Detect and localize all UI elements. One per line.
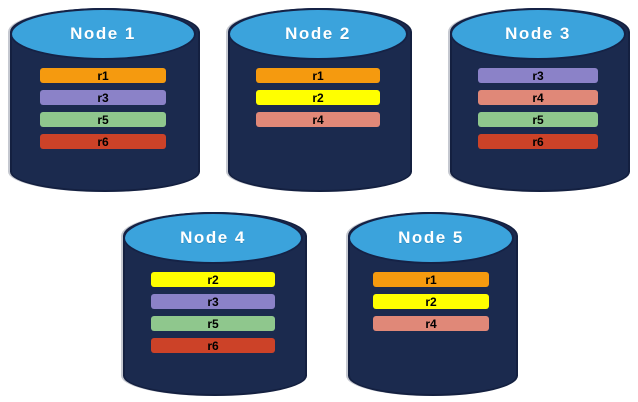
cylinder-top-icon: Node 3 [450,8,626,61]
replica-bar-r4[interactable]: r4 [373,316,489,331]
db-node-4[interactable]: Node 4 r2 r3 r5 r6 [123,212,307,396]
replica-bar-r6[interactable]: r6 [478,134,598,149]
replica-bar-r1[interactable]: r1 [373,272,489,287]
replica-bar-r2[interactable]: r2 [151,272,275,287]
replica-bar-r5[interactable]: r5 [151,316,275,331]
replica-bar-r1[interactable]: r1 [256,68,380,83]
node-title: Node 1 [70,24,136,44]
node-title: Node 3 [505,24,571,44]
replica-bar-r5[interactable]: r5 [40,112,166,127]
db-node-5[interactable]: Node 5 r1 r2 r4 [348,212,518,396]
cylinder-top-icon: Node 2 [228,8,408,61]
node-title: Node 2 [285,24,351,44]
replica-bar-r4[interactable]: r4 [478,90,598,105]
replica-bar-r6[interactable]: r6 [40,134,166,149]
cylinder-top-icon: Node 1 [10,8,196,61]
replica-bar-r1[interactable]: r1 [40,68,166,83]
cylinder-top-icon: Node 4 [123,212,303,265]
replica-bar-r3[interactable]: r3 [40,90,166,105]
replica-list: r1 r2 r4 [228,68,408,127]
replica-bar-r6[interactable]: r6 [151,338,275,353]
replica-bar-r5[interactable]: r5 [478,112,598,127]
db-node-3[interactable]: Node 3 r3 r4 r5 r6 [450,8,630,192]
replica-bar-r4[interactable]: r4 [256,112,380,127]
replica-list: r2 r3 r5 r6 [123,272,303,353]
db-node-1[interactable]: Node 1 r1 r3 r5 r6 [10,8,200,192]
replica-list: r3 r4 r5 r6 [450,68,626,149]
replica-bar-r3[interactable]: r3 [151,294,275,309]
replica-bar-r2[interactable]: r2 [373,294,489,309]
replica-bar-r2[interactable]: r2 [256,90,380,105]
node-title: Node 5 [398,228,464,248]
db-node-2[interactable]: Node 2 r1 r2 r4 [228,8,412,192]
replica-list: r1 r3 r5 r6 [10,68,196,149]
replica-list: r1 r2 r4 [348,272,514,331]
node-title: Node 4 [180,228,246,248]
replica-bar-r3[interactable]: r3 [478,68,598,83]
cylinder-top-icon: Node 5 [348,212,514,265]
